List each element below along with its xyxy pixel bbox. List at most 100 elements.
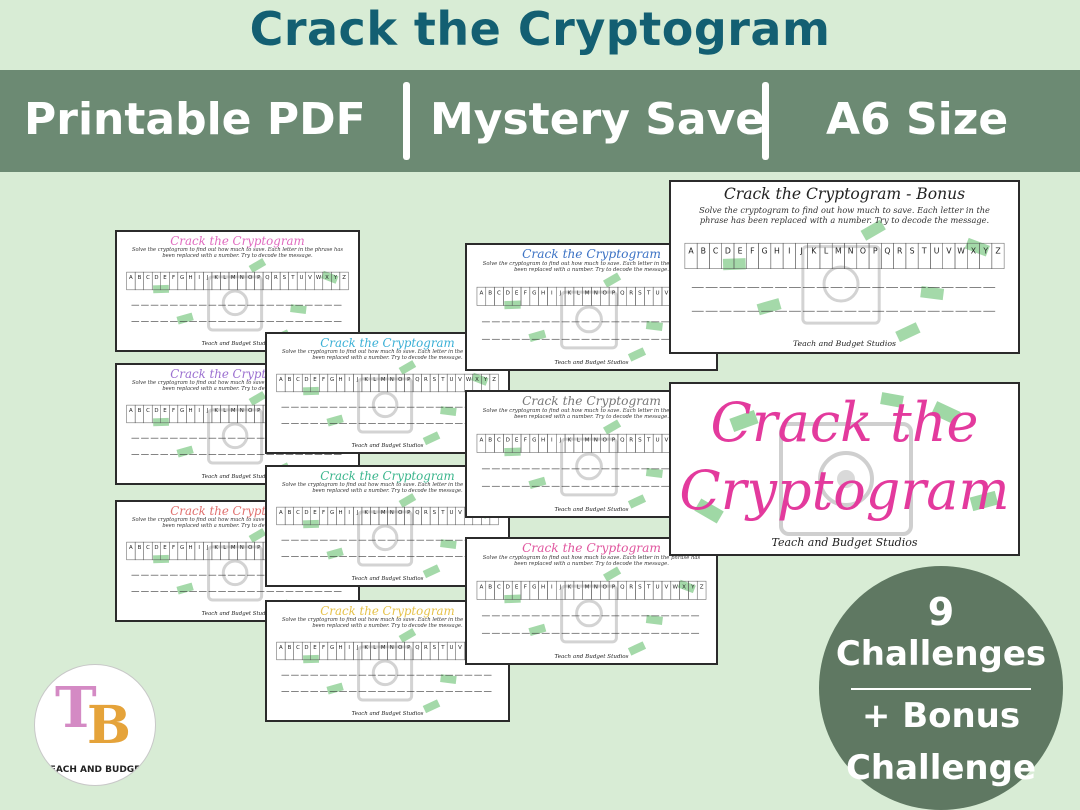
logo-letter-t: T [55, 675, 97, 741]
letter-label: N [240, 545, 244, 551]
letter-label: M [381, 645, 386, 651]
money-bill-icon [398, 360, 417, 375]
card-instructions: Solve the cryptogram to find out how muc… [699, 205, 990, 225]
safe-dial-icon [822, 265, 860, 303]
letter-label: N [594, 437, 598, 443]
letter-label: N [390, 645, 394, 651]
money-bill-icon [440, 539, 457, 549]
letter-label: Q [415, 510, 419, 516]
letter-label: P [257, 408, 261, 414]
letter-label: V [664, 584, 668, 590]
cover-card: Crack the Cryptogram Teach and Budget St… [669, 382, 1020, 556]
letter-label: O [398, 377, 402, 383]
safe-dial-icon [371, 524, 399, 552]
letter-label: D [154, 408, 158, 414]
letter-label: F [524, 584, 527, 590]
card-studio: Teach and Budget Studios [554, 653, 629, 660]
letter-label: H [189, 545, 193, 551]
letter-label: K [364, 377, 368, 383]
letter-label: W [466, 377, 472, 383]
money-bill-icon [398, 628, 417, 643]
letter-label: J [356, 377, 359, 383]
cover-title-line2: Cryptogram [679, 459, 1010, 522]
card-title: Crack the Cryptogram [170, 233, 305, 248]
letter-cell [991, 242, 1005, 269]
money-bill-icon [627, 641, 647, 656]
letter-label: P [612, 290, 616, 296]
cover-studio: Teach and Budget Studios [771, 536, 918, 549]
letter-label: D [506, 437, 510, 443]
letter-label: G [532, 584, 536, 590]
letter-label: F [750, 246, 755, 255]
letter-label: B [488, 290, 492, 296]
letter-label: F [172, 275, 175, 281]
banner-divider [762, 82, 769, 160]
card-studio: Teach and Budget Studios [554, 359, 629, 366]
letter-label: Q [620, 584, 625, 590]
card-instructions: Solve the cryptogram to find out how muc… [131, 246, 343, 259]
safe-dial-icon [575, 305, 603, 334]
safe-icon [207, 408, 264, 465]
card-studio: Teach and Budget Studios [554, 506, 629, 513]
page-title: Crack the Cryptogram [249, 2, 831, 56]
letter-label: S [433, 645, 437, 651]
safe-icon [801, 245, 881, 325]
letter-label: Z [700, 584, 704, 590]
card-title: Crack the Cryptogram [522, 394, 661, 409]
cover-title-line1: Crack the [710, 391, 979, 454]
letter-label: L [824, 246, 829, 255]
letter-label: G [330, 510, 334, 516]
letter-label: Q [415, 377, 419, 383]
letter-label: R [274, 275, 278, 281]
money-bill-icon [326, 682, 344, 695]
letter-label: A [279, 377, 283, 383]
letter-label: B [138, 408, 142, 414]
card-title: Crack the Cryptogram [522, 247, 661, 262]
letter-label: E [163, 275, 167, 281]
money-bill-icon [176, 312, 194, 325]
letter-label: G [180, 408, 184, 414]
letter-label: D [506, 290, 510, 296]
letter-label: M [585, 584, 590, 590]
card-title: Crack the Cryptogram - Bonus [723, 184, 966, 203]
letter-label: C [497, 290, 501, 296]
letter-label: I [551, 437, 553, 443]
letter-label: R [424, 645, 428, 651]
brand-logo: T B TEACH AND BUDGET [34, 664, 156, 786]
letter-label: K [811, 246, 817, 255]
letter-label: F [172, 545, 175, 551]
letter-label: D [154, 275, 158, 281]
money-bill-icon [603, 419, 622, 435]
letter-label: X [475, 377, 479, 383]
money-bill-icon [422, 699, 441, 714]
letter-label: I [198, 408, 200, 414]
letter-label: C [146, 408, 150, 414]
letter-label: X [325, 275, 329, 281]
card-instructions: Solve the cryptogram to find out how muc… [482, 408, 701, 421]
safe-icon [560, 290, 618, 350]
badge-line1: Challenges [835, 634, 1047, 674]
card-instructions: Solve the cryptogram to find out how muc… [482, 261, 701, 274]
letter-label: G [532, 437, 536, 443]
letter-label: I [348, 510, 350, 516]
money-bill-icon [303, 654, 320, 664]
letter-label: O [860, 246, 866, 255]
letter-label: B [488, 437, 492, 443]
letter-label: B [701, 246, 706, 255]
money-bill-icon [470, 372, 489, 386]
letter-label: G [762, 246, 768, 255]
letter-label: D [725, 246, 731, 255]
letter-label: H [339, 645, 343, 651]
letter-label: P [873, 246, 878, 255]
letter-label: Q [415, 645, 419, 651]
letter-label: K [568, 584, 572, 590]
letter-label: J [206, 408, 209, 414]
letter-label: D [506, 584, 510, 590]
money-bill-icon [860, 219, 886, 241]
safe-icon [207, 545, 264, 602]
letter-label: E [738, 246, 743, 255]
letter-label: N [240, 408, 244, 414]
card-studio: Teach and Budget Studios [351, 443, 424, 450]
